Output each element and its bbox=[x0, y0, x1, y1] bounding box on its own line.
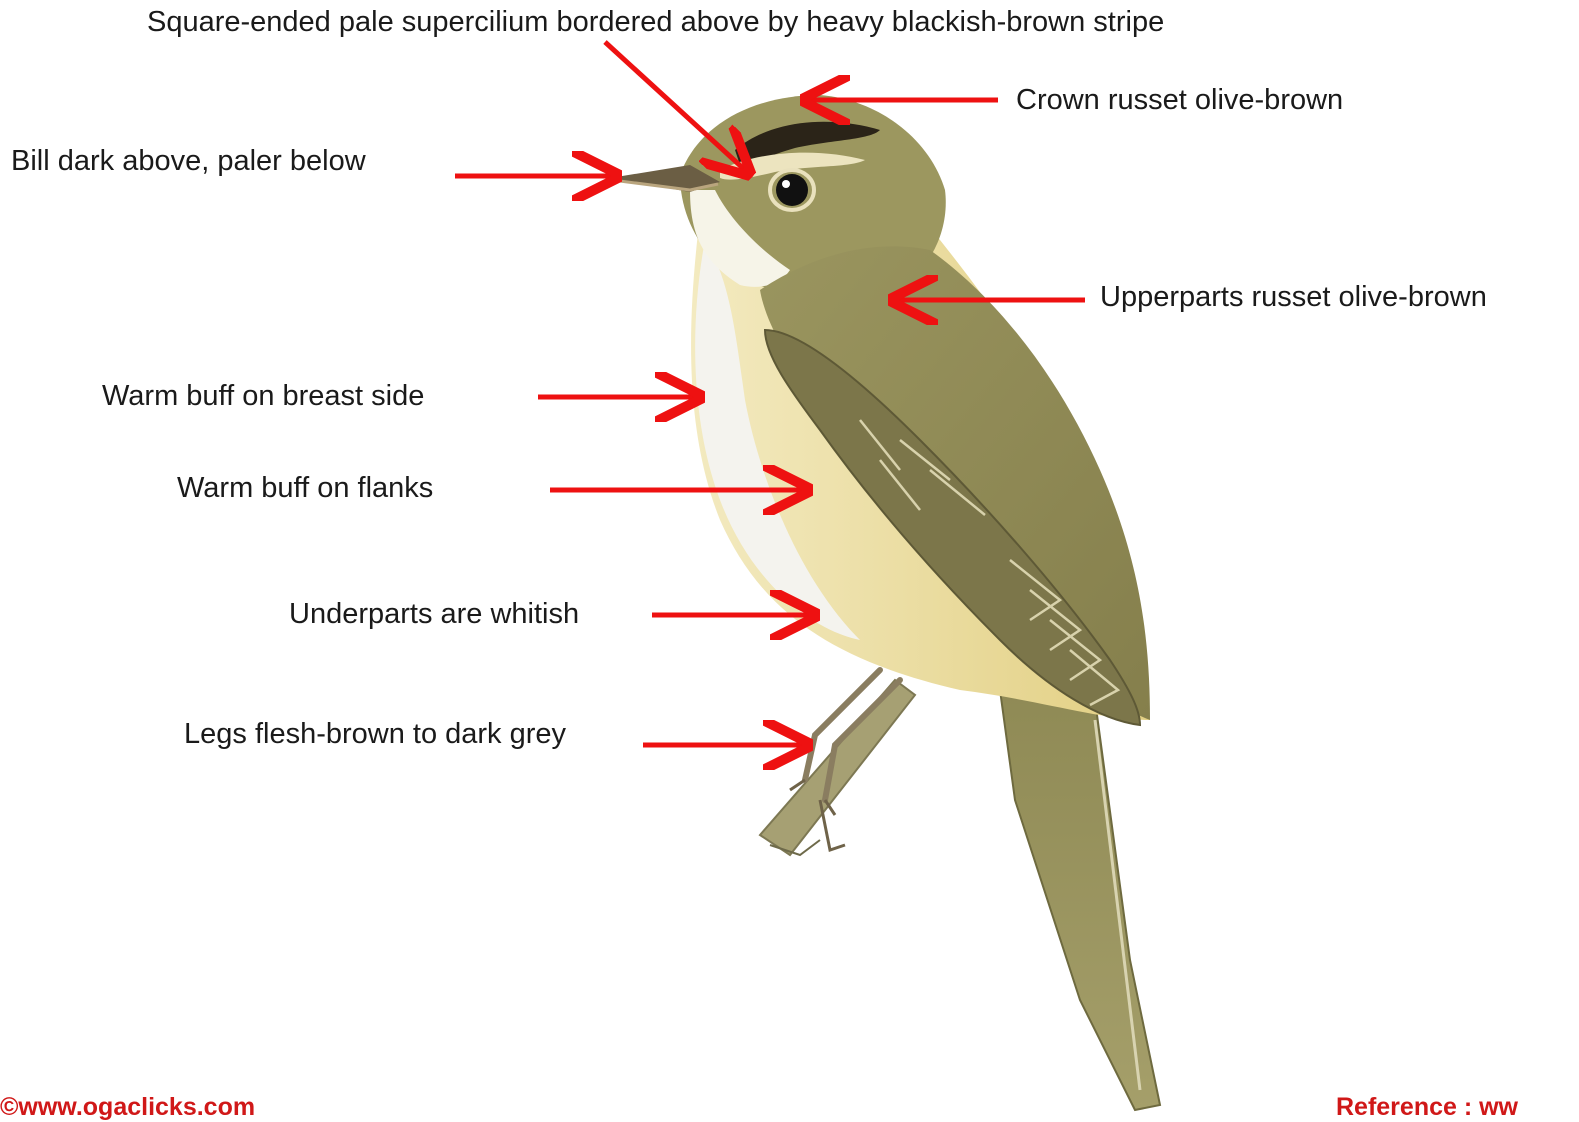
label-supercilium: Square-ended pale supercilium bordered a… bbox=[147, 8, 1164, 37]
perch-stick bbox=[760, 680, 915, 855]
bird-eye bbox=[776, 174, 808, 206]
label-flanks: Warm buff on flanks bbox=[177, 474, 433, 503]
label-breast-side: Warm buff on breast side bbox=[102, 382, 424, 411]
copyright-text: ©www.ogaclicks.com bbox=[0, 1093, 255, 1122]
label-bill: Bill dark above, paler below bbox=[11, 147, 366, 176]
label-upperparts: Upperparts russet olive-brown bbox=[1100, 283, 1487, 312]
reference-text: Reference : ww bbox=[1336, 1093, 1518, 1122]
label-crown: Crown russet olive-brown bbox=[1016, 86, 1343, 115]
label-legs: Legs flesh-brown to dark grey bbox=[184, 720, 566, 749]
label-underparts: Underparts are whitish bbox=[289, 600, 579, 629]
